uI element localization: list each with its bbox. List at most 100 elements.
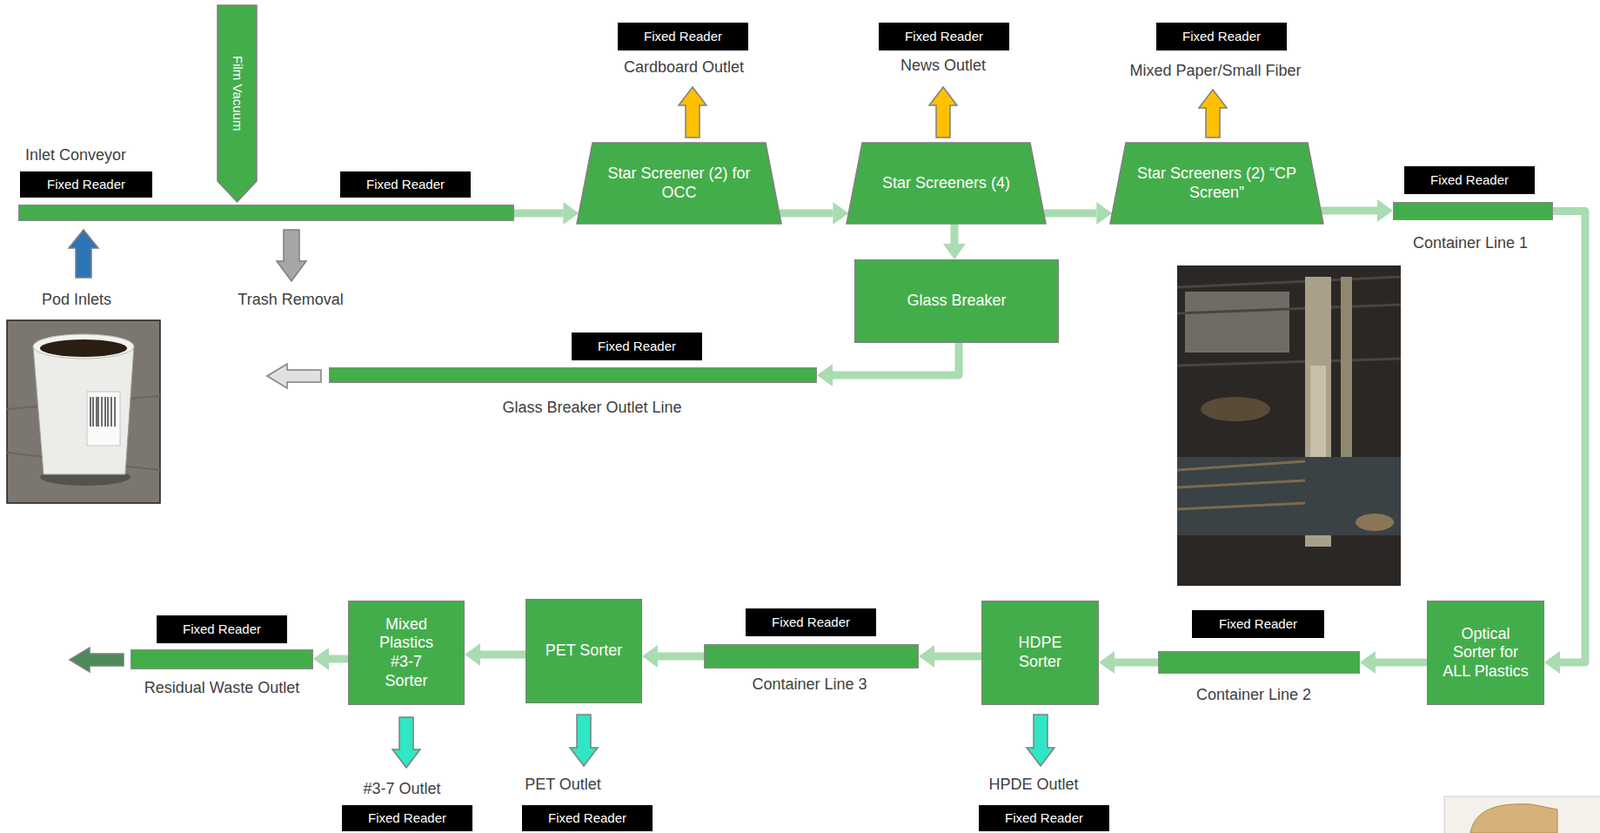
screener-trapezoid: Star Screeners (4) [846,142,1046,224]
process-text: Mixed Plastics #3-7 Sorter [367,615,446,690]
reader-tag: Fixed Reader [341,804,473,831]
outlet-arrow [1026,714,1055,766]
photo-ground [1177,265,1401,586]
flow-arrow [1114,658,1159,667]
trapezoid-fill [576,142,782,224]
reader-text: Fixed Reader [1218,615,1298,632]
debris [1177,461,1306,509]
screener-text: Star Screeners (2) “CP Screen” [1134,164,1300,202]
flow-label: HPDE Outlet [988,775,1078,794]
photo-ground [1444,796,1600,833]
conveyor-label: Container Line 1 [1412,234,1528,254]
conveyor-bar: Container Line 3 [703,643,919,669]
screener-trapezoid: Star Screeners (2) “CP Screen” [1110,142,1324,224]
flow-label: Pod Inlets [41,290,112,309]
outlet-arrow [1198,89,1227,138]
reader-text: Fixed Reader [366,176,445,193]
vacuum-text: Film Vacuum [229,55,246,131]
process-box: Optical Sorter for ALL Plastics [1426,600,1545,705]
cup-coffee [40,339,128,357]
ceiling-beam [1177,276,1401,366]
process-box: Glass Breaker [854,259,1059,343]
reader-text: Fixed Reader [1182,28,1261,45]
reader-tag: Fixed Reader [1404,166,1535,195]
process-box: Mixed Plastics #3-7 Sorter [348,600,465,705]
partial-photo [1444,796,1600,833]
flow-arrow [1044,209,1098,218]
vacuum-arrow: Film Vacuum [217,5,257,202]
inlet-arrow [68,229,99,278]
process-text: PET Sorter [545,641,623,661]
flow-arrow [1375,658,1427,667]
reader-tag: Fixed Reader [978,804,1110,831]
process-box: PET Sorter [525,598,643,703]
screener-text: Star Screeners (4) [882,174,1011,194]
process-box: HDPE Sorter [981,600,1099,705]
reader-tag: Fixed Reader [617,22,749,51]
trapezoid-fill [846,142,1046,224]
outlet-arrow [929,87,958,138]
debris [1355,513,1394,531]
pod-photo [6,320,161,503]
flow-arrow [1320,207,1378,215]
conveyor-bar: Container Line 2 [1158,650,1360,674]
outlet-arrow [569,714,598,766]
conveyor-bar: Container Line 1 [1392,201,1554,221]
reader-tag: Fixed Reader [340,171,471,198]
flow-arrow [657,652,704,661]
cup-body [33,346,134,475]
process-text: Optical Sorter for ALL Plastics [1442,624,1530,682]
flow-arrow [779,209,834,218]
conveyor-bar: Residual Waste Outlet [130,649,314,670]
reader-text: Fixed Reader [182,621,262,637]
barcode-lines [90,396,115,427]
window-light [1184,291,1290,353]
outlet-arrow [69,647,124,672]
reader-text: Fixed Reader [548,810,627,826]
reader-text: Fixed Reader [771,614,851,630]
reader-tag: Fixed Reader [878,22,1010,51]
conveyor-label: Container Line 3 [751,675,867,695]
reader-tag: Fixed Reader [1156,22,1287,51]
flow-arrow [480,650,526,659]
photo-ground [6,320,161,503]
outlet-arrow [678,87,707,138]
conveyor-label: Inlet Conveyor [25,146,127,166]
screener-trapezoid: Star Screener (2) for OCC [576,142,782,224]
reader-text: Fixed Reader [643,28,723,45]
arrow-fill [217,5,257,202]
reader-text: Fixed Reader [46,176,126,193]
flow-arrow [832,342,959,375]
outlet-arrow [267,363,322,389]
trapezoid-fill [1110,142,1324,224]
flow-label: Trash Removal [237,290,343,309]
reader-text: Fixed Reader [1004,810,1084,826]
debris [1200,396,1271,422]
trash-arrow [276,229,307,282]
flow-label: Mixed Paper/Small Fiber [1129,61,1301,81]
reader-text: Fixed Reader [368,810,447,826]
process-text: HDPE Sorter [1001,633,1080,671]
conveyor-bar: Glass Breaker Outlet Line [328,367,817,383]
reader-tag: Fixed Reader [745,608,877,636]
reader-tag: Fixed Reader [20,171,153,198]
screener-text: Star Screener (2) for OCC [602,164,756,202]
flow-arrow [1553,211,1586,663]
flow-label: #3-7 Outlet [362,779,441,798]
conveyor-label: Residual Waste Outlet [144,678,300,698]
conveyor-label: Glass Breaker Outlet Line [502,398,682,418]
conveyor-label: Container Line 2 [1196,685,1312,705]
reader-tag: Fixed Reader [571,332,703,361]
process-text: Glass Breaker [906,291,1006,311]
reader-tag: Fixed Reader [156,615,288,643]
flow-label: PET Outlet [524,775,602,794]
conveyor [1177,456,1401,536]
flow-arrow [328,655,349,663]
reader-tag: Fixed Reader [1191,609,1325,638]
flow-label: Cardboard Outlet [623,58,744,77]
reader-tag: Fixed Reader [522,804,653,831]
outlet-arrow [392,716,421,768]
reader-text: Fixed Reader [597,338,677,355]
reader-text: Fixed Reader [904,28,984,45]
flow-arrow [934,652,982,661]
